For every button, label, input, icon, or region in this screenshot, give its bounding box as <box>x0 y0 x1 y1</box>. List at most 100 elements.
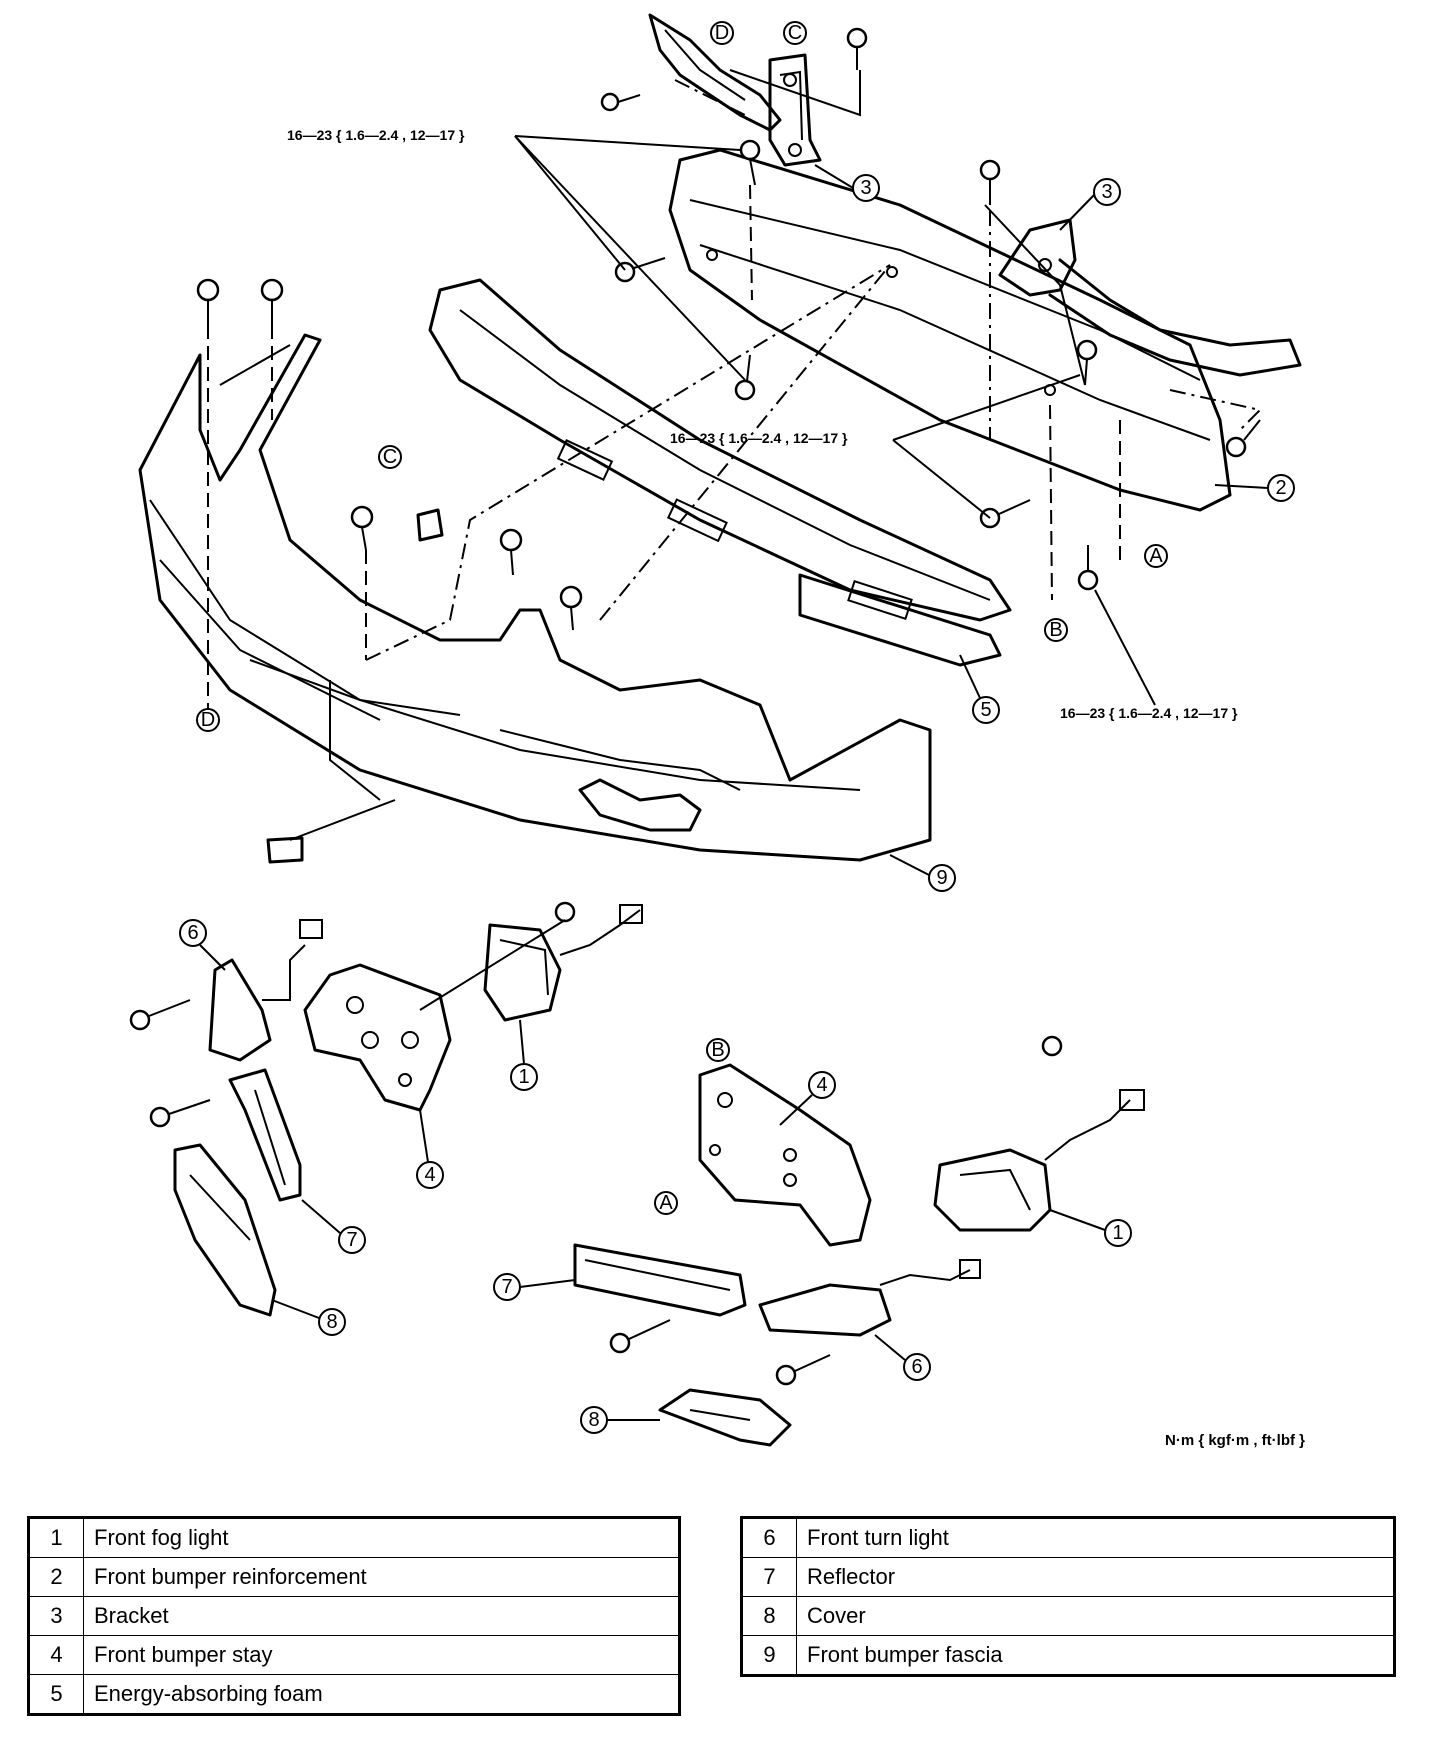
bracket-3-right <box>998 218 1302 377</box>
part-callout-3-right: 3 <box>1059 178 1121 231</box>
legend-number: 9 <box>741 1635 797 1676</box>
legend-part-name: Front fog light <box>83 1517 680 1558</box>
cover-left <box>173 1143 277 1317</box>
front-turn-light-right <box>758 1259 981 1337</box>
svg-text:C: C <box>788 22 802 44</box>
legend-part-name: Energy-absorbing foam <box>83 1674 680 1715</box>
front-fog-light-left <box>483 904 643 1022</box>
svg-text:6: 6 <box>187 922 198 944</box>
torque-label-upper: 16—23 { 1.6—2.4 , 12—17 } <box>287 127 465 143</box>
part-callout-7-left: 7 <box>301 1199 366 1254</box>
ref-callout-c-fascia: C <box>378 445 402 469</box>
svg-text:3: 3 <box>1101 181 1112 203</box>
part-callout-1-left: 1 <box>510 1019 538 1091</box>
bracket-3-left <box>768 53 822 167</box>
part-callout-4-right: 4 <box>779 1071 836 1126</box>
ref-callout-b-bottom: B <box>706 1038 730 1062</box>
svg-text:9: 9 <box>936 867 947 889</box>
svg-text:D: D <box>715 22 729 44</box>
part-callout-4-left: 4 <box>416 1109 444 1189</box>
ref-callout-b-top: B <box>1044 618 1068 642</box>
front-bumper-fascia <box>138 333 932 862</box>
torque-callout-lower: 16—23 { 1.6—2.4 , 12—17 } <box>1060 589 1238 721</box>
part-callout-2: 2 <box>1214 474 1295 502</box>
parts-legend-right: 6 Front turn light 7 Reflector 8 Cover 9… <box>740 1516 1396 1677</box>
torque-callout-upper: 16—23 { 1.6—2.4 , 12—17 } <box>287 127 746 381</box>
parts-legend-left: 1 Front fog light 2 Front bumper reinfor… <box>27 1516 681 1716</box>
front-turn-light-left <box>208 919 323 1062</box>
legend-number: 4 <box>28 1635 84 1675</box>
torque-callout-middle: 16—23 { 1.6—2.4 , 12—17 } <box>670 374 1081 519</box>
legend-part-name: Front bumper reinforcement <box>83 1557 680 1597</box>
ref-callout-c-top: C <box>783 21 807 45</box>
part-callout-1-right: 1 <box>1049 1209 1132 1247</box>
legend-part-name: Front bumper fascia <box>796 1635 1395 1676</box>
svg-text:A: A <box>659 1192 673 1214</box>
legend-number: 2 <box>28 1557 84 1597</box>
legend-number: 5 <box>28 1674 84 1715</box>
svg-text:4: 4 <box>816 1074 827 1096</box>
svg-text:D: D <box>201 709 215 731</box>
torque-label-lower: 16—23 { 1.6—2.4 , 12—17 } <box>1060 705 1238 721</box>
part-callout-8-left: 8 <box>271 1299 346 1336</box>
ref-callout-a-top: A <box>1144 544 1168 568</box>
legend-part-name: Reflector <box>796 1557 1395 1597</box>
svg-text:7: 7 <box>501 1276 512 1298</box>
svg-text:C: C <box>383 446 397 468</box>
part-callout-3-left: 3 <box>814 164 880 202</box>
legend-number: 1 <box>28 1517 84 1558</box>
part-callout-6-right: 6 <box>874 1334 931 1381</box>
legend-part-name: Front bumper stay <box>83 1635 680 1675</box>
part-callout-8-right: 8 <box>580 1406 660 1434</box>
legend-row: 4 Front bumper stay <box>28 1635 680 1675</box>
legend-row: 6 Front turn light <box>741 1517 1395 1558</box>
legend-row: 5 Energy-absorbing foam <box>28 1674 680 1715</box>
legend-row: 1 Front fog light <box>28 1517 680 1558</box>
part-callout-9: 9 <box>889 854 956 892</box>
svg-text:1: 1 <box>1112 1222 1123 1244</box>
reflector-left <box>228 1068 302 1202</box>
reflector-right <box>573 1243 747 1317</box>
svg-text:B: B <box>1049 619 1062 641</box>
legend-row: 7 Reflector <box>741 1557 1395 1597</box>
svg-text:7: 7 <box>346 1229 357 1251</box>
fastener-group <box>129 27 1261 1386</box>
legend-number: 7 <box>741 1557 797 1597</box>
svg-text:4: 4 <box>424 1164 435 1186</box>
legend-part-name: Bracket <box>83 1596 680 1636</box>
svg-text:2: 2 <box>1275 477 1286 499</box>
part-callout-5: 5 <box>959 654 1000 724</box>
legend-number: 6 <box>741 1517 797 1558</box>
exploded-parts-diagram: 16—23 { 1.6—2.4 , 12—17 } 16—23 { 1.6—2.… <box>129 13 1302 1447</box>
cover-right <box>658 1388 792 1447</box>
ref-callout-a-bottom: A <box>654 1191 678 1215</box>
ref-callout-d-fascia: D <box>196 708 220 732</box>
legend-number: 8 <box>741 1596 797 1636</box>
svg-text:A: A <box>1149 545 1163 567</box>
svg-text:1: 1 <box>518 1066 529 1088</box>
svg-text:8: 8 <box>588 1409 599 1431</box>
svg-text:6: 6 <box>911 1356 922 1378</box>
torque-units-label: N·m { kgf·m , ft·lbf } <box>1165 1432 1305 1449</box>
legend-row: 9 Front bumper fascia <box>741 1635 1395 1676</box>
legend-row: 8 Cover <box>741 1596 1395 1636</box>
legend-part-name: Cover <box>796 1596 1395 1636</box>
torque-label-middle: 16—23 { 1.6—2.4 , 12—17 } <box>670 430 848 446</box>
front-fog-light-right <box>933 1089 1145 1232</box>
legend-number: 3 <box>28 1596 84 1636</box>
part-callout-6-left: 6 <box>179 919 226 971</box>
energy-absorbing-foam <box>428 278 1012 667</box>
legend-row: 3 Bracket <box>28 1596 680 1636</box>
front-bumper-stay-right <box>698 1063 872 1247</box>
svg-text:B: B <box>711 1039 724 1061</box>
svg-text:3: 3 <box>860 177 871 199</box>
ref-callout-d-top: D <box>710 21 734 45</box>
legend-row: 2 Front bumper reinforcement <box>28 1557 680 1597</box>
front-bumper-stay-left <box>303 963 452 1112</box>
svg-text:5: 5 <box>980 699 991 721</box>
part-callout-7-right: 7 <box>493 1273 576 1301</box>
assembly-guide-lines <box>207 69 1262 1011</box>
svg-text:8: 8 <box>326 1311 337 1333</box>
legend-part-name: Front turn light <box>796 1517 1395 1558</box>
front-bumper-reinforcement <box>668 148 1232 512</box>
